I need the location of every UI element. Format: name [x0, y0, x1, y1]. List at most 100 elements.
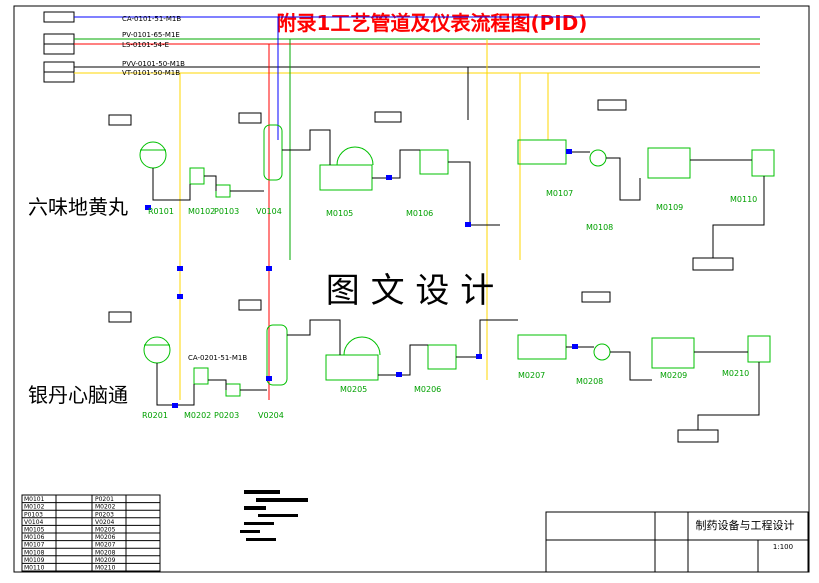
valve [476, 354, 482, 359]
eq-code-m0202: M0202 [184, 411, 211, 420]
legend-box-4 [43, 61, 75, 73]
table-cell-code: M0107 [24, 542, 45, 549]
row1-output-tag [692, 257, 734, 271]
legend-box-3 [43, 43, 75, 55]
title-block-scale: 1:100 [773, 543, 793, 551]
row1-column [263, 124, 283, 181]
valve [172, 403, 178, 408]
row1-hopper [589, 149, 607, 167]
eq-code-m0205: M0205 [340, 385, 367, 394]
row2-pipe-f [456, 319, 518, 358]
row1-packer [751, 149, 775, 177]
title-block-frame [545, 511, 809, 573]
table-cell-code: M0108 [24, 549, 45, 556]
title-block-company: 制药设备与工程设计 [696, 518, 795, 532]
valve [465, 222, 471, 227]
row1-pill-machine [647, 147, 691, 179]
row2-extra-label: CA-0201-51-M1B [188, 354, 247, 362]
eq-code-m0108: M0108 [586, 223, 613, 232]
row2-hopper [593, 343, 611, 361]
legend-bar [244, 490, 280, 494]
eq-code-m0110: M0110 [730, 195, 757, 204]
table-cell-code: M0109 [24, 557, 45, 564]
valve [266, 266, 272, 271]
eq-code-m0105: M0105 [326, 209, 353, 218]
eq-code-m0209: M0209 [660, 371, 687, 380]
drawing-border [13, 5, 810, 573]
table-cell-code: M0102 [24, 504, 45, 511]
valves [145, 149, 578, 408]
row2-mixer [193, 367, 209, 385]
row1-dryer-base [319, 164, 373, 191]
row2-pump [225, 383, 241, 397]
row-label-2: 银丹心脑通 [28, 383, 128, 407]
row1-reactor [139, 141, 167, 169]
row1-pipe-e [372, 149, 420, 179]
row2-pipe-b [208, 379, 227, 390]
eq-code-r0201: R0201 [142, 411, 168, 420]
row2-steam-tag [238, 299, 262, 311]
row2-granulator [427, 344, 457, 370]
row1-equipment [108, 99, 775, 271]
legend-box-2 [43, 33, 75, 45]
eq-code-m0208: M0208 [576, 377, 603, 386]
table-cell-code: M0105 [24, 527, 45, 534]
valve [396, 372, 402, 377]
legend-bar [246, 538, 276, 541]
eq-code-m0102: M0102 [188, 207, 215, 216]
legend-bar [256, 498, 308, 502]
legend-box-5 [43, 71, 75, 83]
row2-pipe-d [287, 319, 341, 355]
valve [177, 294, 183, 299]
row1-feed-tag [108, 114, 132, 126]
eq-code-r0101: R0101 [148, 207, 174, 216]
legend-code-pvv: PVV-0101-50-M1B [122, 60, 185, 68]
row1-material-tag [374, 111, 402, 123]
eq-code-v0104: V0104 [256, 207, 282, 216]
row1-pipe-f [448, 161, 500, 226]
row2-codes: R0201 M0202 P0203 V0204 M0205 M0206 M020… [142, 369, 749, 420]
valve [145, 205, 151, 210]
table-cell-code: M0110 [24, 565, 45, 572]
row2-conveyor [517, 334, 567, 360]
valve [566, 149, 572, 154]
table-cell-code: P0203 [95, 511, 114, 518]
row2-output-tag [677, 429, 719, 443]
valve [266, 376, 272, 381]
row1-pump [215, 184, 231, 198]
table-cell-code: V0104 [24, 519, 44, 526]
table-cell-code: M0206 [95, 534, 116, 541]
table-cell-code: M0101 [24, 496, 45, 503]
drawing-title: 附录1工艺管道及仪表流程图(PID) [277, 11, 588, 35]
table-cell-code: P0201 [95, 496, 114, 503]
legend-code-vt: VT-0101-50-M1B [122, 69, 180, 77]
eq-code-m0109: M0109 [656, 203, 683, 212]
row1-pipe-a [152, 168, 191, 201]
legend-code-ls: LS-0101-54-E [122, 41, 169, 49]
row2-packer [747, 335, 771, 363]
legend-bar [240, 530, 260, 533]
row1-conveyor [517, 139, 567, 165]
table-cell-code: M0209 [95, 557, 116, 564]
row1-pipe-d [282, 129, 331, 165]
row2-feed-tag [108, 311, 132, 323]
table-cell-code: M0202 [95, 504, 116, 511]
title-block: 制药设备与工程设计 1:100 [545, 511, 809, 573]
table-cell-code: M0208 [95, 549, 116, 556]
row2-air-tag [581, 291, 611, 303]
eq-code-m0106: M0106 [406, 209, 433, 218]
row-label-1: 六味地黄丸 [28, 195, 128, 219]
row2-pipe-a [156, 363, 195, 406]
center-legend [240, 490, 308, 541]
row1-pipe-b [204, 175, 217, 191]
eq-code-p0103: P0103 [214, 207, 239, 216]
valve [386, 175, 392, 180]
row1-granulator [419, 149, 449, 175]
table-cell-code: M0205 [95, 527, 116, 534]
row2-dryer-dome [343, 336, 381, 356]
row2-reactor [143, 336, 171, 364]
